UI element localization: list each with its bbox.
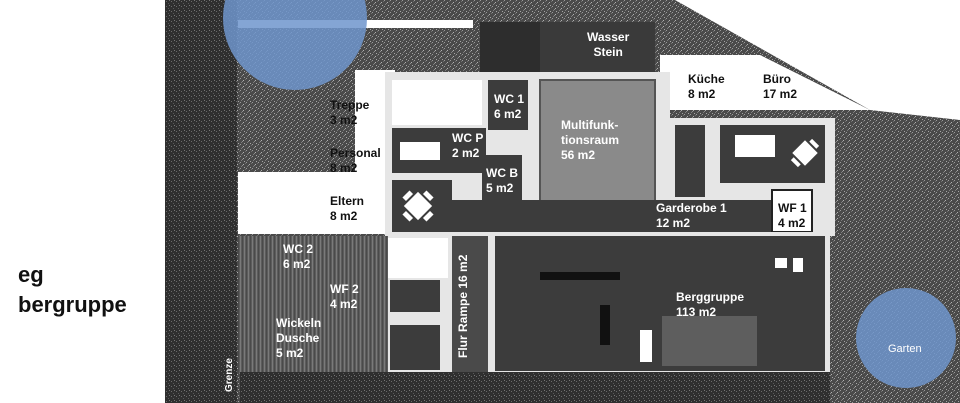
label-buero: Büro 17 m2 [763,72,797,102]
grenze-name: Grenze [224,358,235,392]
kueche-area: 8 m2 [688,87,716,101]
wc2-name: WC 2 [283,242,313,256]
label-wcp: WC P 2 m2 [452,131,483,161]
wasser-name2: Stein [593,45,623,59]
buero-area: 17 m2 [763,87,798,101]
treppe-name: Treppe [330,98,370,112]
wf2-area: 4 m2 [330,297,358,311]
wcb-area: 5 m2 [486,181,514,195]
label-eltern: Eltern 8 m2 [330,194,364,224]
personal-table [400,142,440,160]
label-flur: Flur Rampe 16 m2 [456,255,471,358]
label-wf1: WF 1 4 m2 [778,201,807,231]
bergruppe-light-block [662,316,757,366]
personal-area: 8 m2 [330,161,358,175]
eltern-name: Eltern [330,194,365,208]
wcp-area: 2 m2 [452,146,480,160]
room-wf2 [238,278,388,318]
room-treppe-white [392,80,482,125]
room-wcp [450,128,486,173]
bergruppe-white3 [640,330,652,362]
label-wc2: WC 2 6 m2 [283,242,313,272]
white-area-kueche [660,55,870,110]
garten-name: Garten [888,343,922,355]
lower-band [240,372,830,403]
wickeln-name2: Dusche [276,331,320,345]
circle-garten [856,288,956,388]
room-multi [539,79,656,216]
top-dark-block [480,22,540,74]
label-wasser: Wasser Stein [587,30,629,60]
wf1-area: 4 m2 [778,216,806,230]
wc2-area: 6 m2 [283,257,311,271]
wcb-name: WC B [486,166,518,180]
wf1-name: WF 1 [778,201,807,215]
title-line-bergruppe: bergruppe [18,292,127,317]
garderobe-name: Garderobe 1 [656,201,727,215]
bergruppe-table [540,272,620,280]
treppe-area: 3 m2 [330,113,358,127]
multi-area: 56 m2 [561,148,596,162]
bergruppe-white1 [775,258,787,268]
label-grenze: Grenze [222,358,237,392]
label-personal: Personal 8 m2 [330,146,381,176]
room-wickeln [238,318,388,373]
garderobe-area: 12 m2 [656,216,691,230]
label-kueche: Küche 8 m2 [688,72,725,102]
label-wf2: WF 2 4 m2 [330,282,359,312]
room-wcb [482,155,522,200]
buero-desk [735,135,775,157]
room-wc1 [488,80,528,130]
wcp-name: WC P [452,131,484,145]
label-bergruppe: Berggruppe 113 m2 [676,290,744,320]
room-bergruppe [495,236,825,371]
flur-name: Flur Rampe [456,291,470,358]
title-line-eg: eg [18,262,44,287]
room-garderobe [452,200,772,232]
kueche-name: Küche [688,72,725,86]
wasser-name: Wasser [587,30,630,44]
buero-table-icon [790,138,820,168]
wc1-area: 6 m2 [494,107,522,121]
wf2-name: WF 2 [330,282,359,296]
wasser-stein-area [540,22,655,74]
multi-name: Multifunk- [561,118,619,132]
wickeln-area: 5 m2 [276,346,304,360]
label-wc1: WC 1 6 m2 [494,92,524,122]
bergruppe-name: Berggruppe [676,290,745,304]
eltern-area: 8 m2 [330,209,358,223]
bergruppe-area: 113 m2 [676,305,717,319]
multi-name2: tionsraum [561,133,620,147]
room-kueche-small [675,125,705,197]
label-garten: Garten [888,342,922,357]
room-wc2 [238,236,388,278]
circle-top-left [223,0,367,90]
label-garderobe: Garderobe 1 12 m2 [656,201,727,231]
room-lower-dark1 [390,280,440,312]
room-wc2-interior [388,238,448,278]
flur-area: 16 m2 [456,254,470,289]
buero-name: Büro [763,72,791,86]
bergruppe-table2 [600,305,610,345]
white-area-eltern [238,172,393,234]
label-wickeln: Wickeln Dusche 5 m2 [276,316,321,361]
road-grenze [165,0,237,403]
plan-title: eg bergruppe [18,260,127,320]
label-multi: Multifunk- tionsraum 56 m2 [561,118,619,163]
label-treppe: Treppe 3 m2 [330,98,369,128]
white-area-top [675,0,960,120]
label-wcb: WC B 5 m2 [486,166,518,196]
wc1-name: WC 1 [494,92,524,106]
wickeln-name: Wickeln [276,316,322,330]
bergruppe-white2 [793,258,803,272]
room-lower-dark2 [390,325,440,370]
personal-name: Personal [330,146,381,160]
